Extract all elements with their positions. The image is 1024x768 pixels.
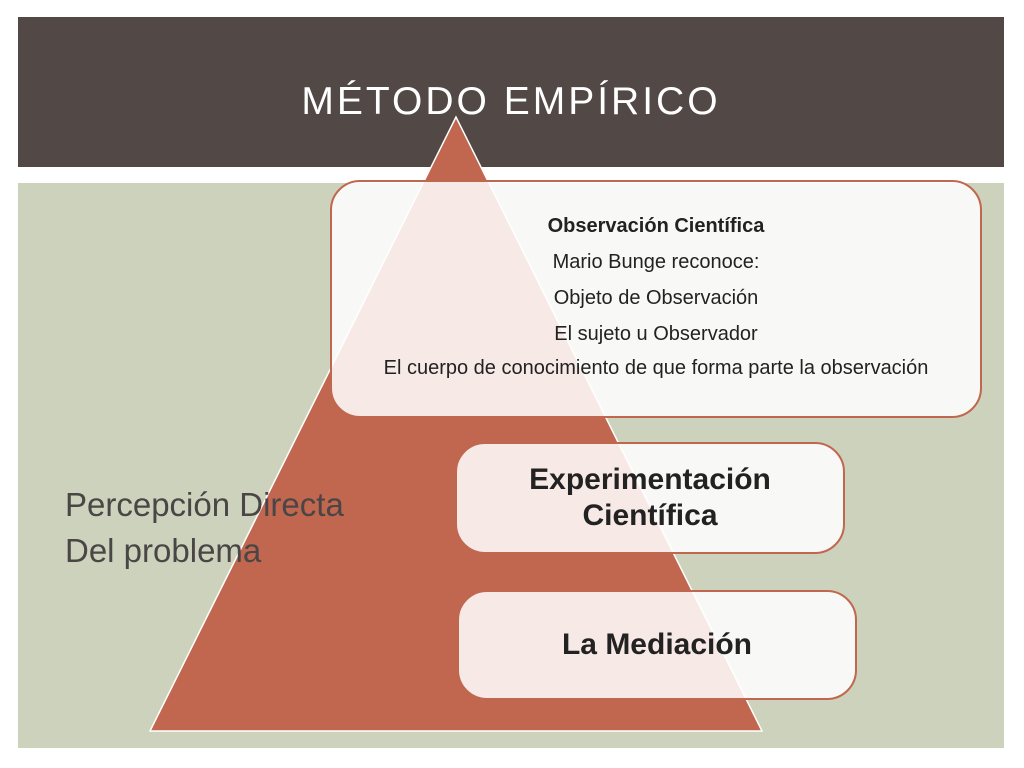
slide-title: MÉTODO EMPÍRICO xyxy=(301,80,721,123)
observation-box: Observación Científica Mario Bunge recon… xyxy=(330,180,982,418)
observation-line-4: El cuerpo de conocimiento de que forma p… xyxy=(383,357,929,379)
experimentation-label-line-1: Experimentación xyxy=(529,463,771,496)
observation-line-2: Objeto de Observación xyxy=(553,287,759,309)
side-label-line-1: Percepción Directa xyxy=(65,486,344,523)
observation-heading: Observación Científica xyxy=(547,215,765,237)
side-label: Percepción Directa Del problema xyxy=(65,482,344,574)
mediation-label: La Mediación xyxy=(561,628,753,661)
experimentation-box: Experimentación Científica xyxy=(455,442,845,554)
observation-line-3: El sujeto u Observador xyxy=(554,323,758,345)
pyramid-triangle xyxy=(148,115,764,732)
experimentation-label-line-2: Científica xyxy=(582,499,718,532)
observation-line-1: Mario Bunge reconoce: xyxy=(552,251,760,273)
header-band xyxy=(18,17,1004,167)
mediation-box: La Mediación xyxy=(457,590,857,700)
side-label-line-2: Del problema xyxy=(65,532,262,569)
